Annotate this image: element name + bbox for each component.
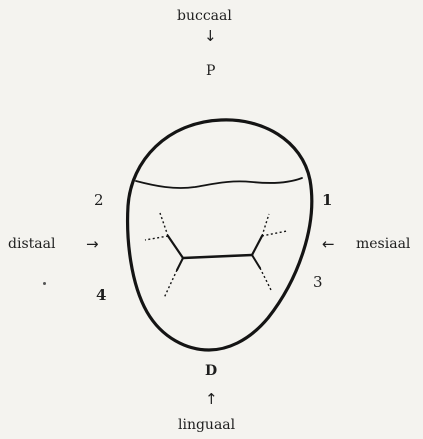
fissure-pattern-icon xyxy=(145,213,287,298)
tooth-outline-icon xyxy=(128,120,312,350)
